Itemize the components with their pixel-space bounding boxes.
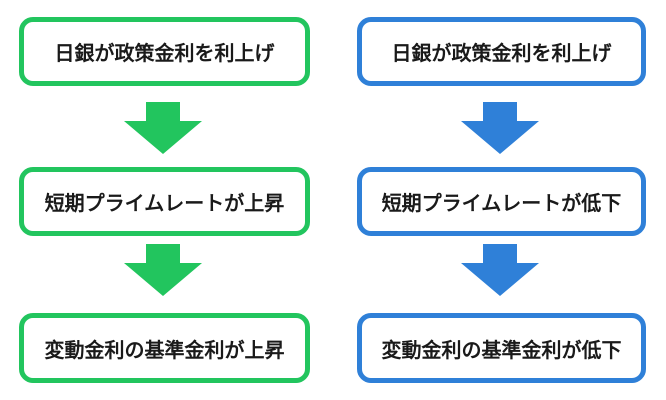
down-arrow-icon bbox=[461, 244, 539, 296]
right-step-variable-rate: 変動金利の基準金利が低下 bbox=[357, 313, 646, 383]
right-step-policy-rate: 日銀が政策金利を利上げ bbox=[357, 17, 646, 86]
left-step-variable-rate: 変動金利の基準金利が上昇 bbox=[19, 313, 310, 383]
down-arrow-icon bbox=[124, 244, 202, 296]
left-step-prime-rate: 短期プライムレートが上昇 bbox=[19, 167, 310, 236]
down-arrow-icon bbox=[461, 102, 539, 154]
down-arrow-icon bbox=[124, 102, 202, 154]
right-step-prime-rate: 短期プライムレートが低下 bbox=[357, 167, 646, 236]
left-step-policy-rate: 日銀が政策金利を利上げ bbox=[19, 17, 310, 86]
